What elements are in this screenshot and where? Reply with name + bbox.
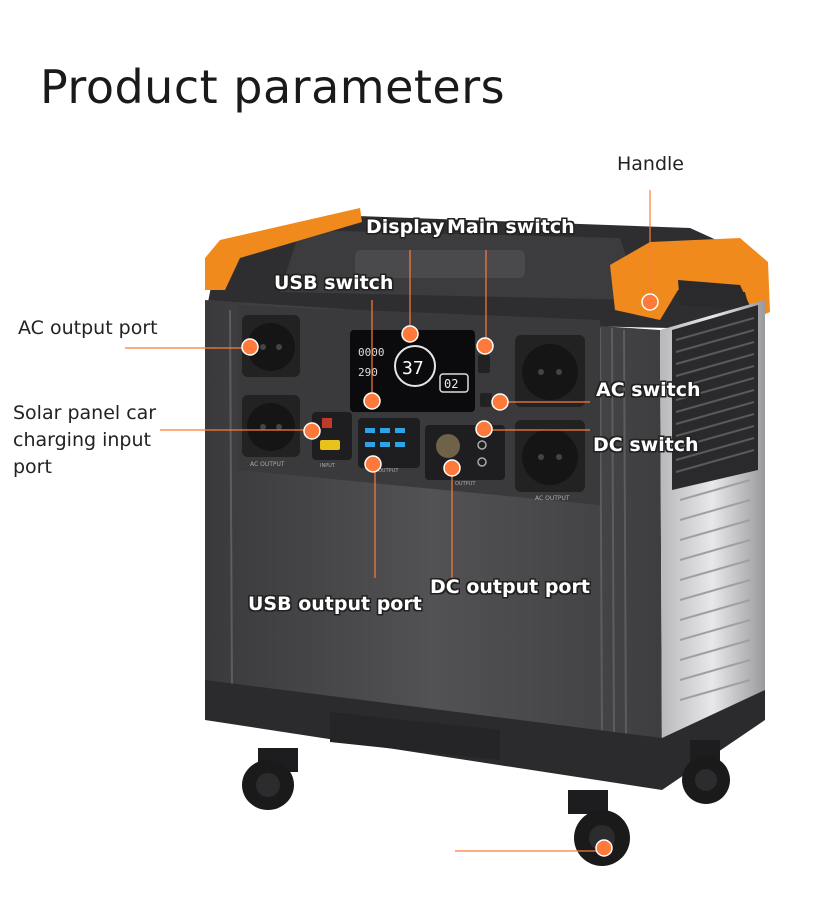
page-title: Product parameters <box>40 60 506 114</box>
ac-outlet-top-left[interactable] <box>242 315 300 377</box>
wheel-front-left <box>242 748 298 810</box>
label-dc-output-port: DC output port <box>430 576 590 598</box>
wheel-back-right <box>682 740 730 804</box>
display-readout-mid: 290 <box>358 366 378 379</box>
wheels <box>242 740 730 866</box>
left-handle <box>205 208 362 290</box>
wheel-marker <box>595 839 613 857</box>
label-handle: Handle <box>617 153 685 175</box>
label-usb-output-port: USB output port <box>248 593 422 615</box>
dc-output-marking: OUTPUT <box>455 481 476 487</box>
dc-output-module[interactable]: OUTPUT <box>425 425 505 487</box>
ac-output-marking-right: AC OUTPUT <box>535 495 570 502</box>
side-vent <box>672 305 758 701</box>
display-main-readout: 37 <box>402 358 424 379</box>
label-dc-switch: DC switch <box>593 434 699 456</box>
label-ac-output-port: AC output port <box>18 317 158 339</box>
ac-switch-button[interactable] <box>480 393 492 407</box>
solar-input-marker <box>303 422 321 440</box>
ac-outlet-top-right[interactable] <box>515 335 585 407</box>
label-usb-switch: USB switch <box>274 272 394 294</box>
ac-output-marking: AC OUTPUT <box>250 461 285 468</box>
display-small-readout: 02 <box>444 377 458 391</box>
display-marker <box>401 325 419 343</box>
main-switch-button[interactable] <box>478 355 490 373</box>
ac-output-port-marker <box>241 338 259 356</box>
label-main-switch: Main switch <box>447 216 575 238</box>
wheel-front-right <box>568 790 630 866</box>
display-readout-top: 0000 <box>358 346 385 359</box>
callout-dots <box>241 293 659 857</box>
lcd-display: 0000 290 37 02 <box>350 330 475 412</box>
dc-switch-marker <box>475 420 493 438</box>
handle-marker <box>641 293 659 311</box>
input-marking: INPUT <box>320 463 336 469</box>
label-ac-switch: AC switch <box>596 379 701 401</box>
ac-switch-marker <box>491 393 509 411</box>
usb-switch-marker <box>363 392 381 410</box>
ac-outlet-bottom-right[interactable] <box>515 420 585 492</box>
control-panel: AC OUTPUT AC OUTPUT 0000 290 37 02 <box>238 305 600 505</box>
label-display: Display <box>366 216 445 238</box>
callout-lines <box>125 190 651 852</box>
dc-output-port-marker <box>443 459 461 477</box>
label-solar-panel-input: Solar panel car charging input port <box>13 402 157 478</box>
usb-output-port-marker <box>364 455 382 473</box>
usb-output-marking: OUTPUT <box>378 468 399 474</box>
solar-input-module[interactable]: INPUT <box>312 412 352 469</box>
ac-outlet-bottom-left[interactable] <box>242 395 300 457</box>
main-switch-marker <box>476 337 494 355</box>
